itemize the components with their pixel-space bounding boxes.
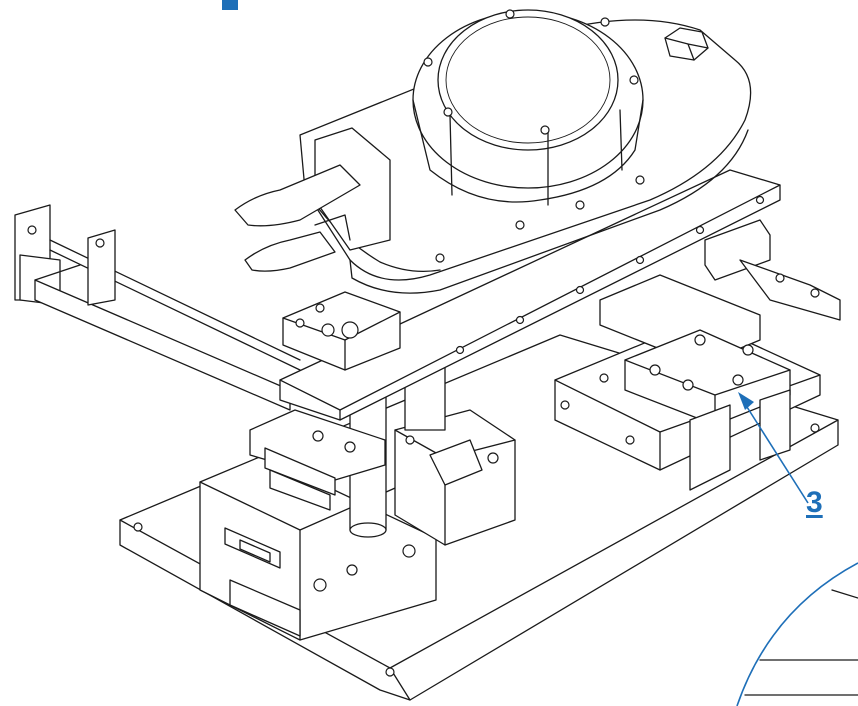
guide-rail <box>14 204 301 411</box>
lower-bracket <box>249 409 386 511</box>
chute-arm <box>234 127 391 272</box>
callout-leader <box>738 392 809 504</box>
mounting-block <box>282 291 401 371</box>
top-callout-mark <box>222 0 238 10</box>
left-clamp-block <box>199 455 437 641</box>
round-vessel <box>412 9 644 206</box>
main-plate <box>279 169 781 421</box>
hex-nut <box>664 27 709 61</box>
center-post-block <box>394 409 516 546</box>
detail-view-circle <box>736 562 858 706</box>
callout-label-3: 3 <box>806 486 823 519</box>
